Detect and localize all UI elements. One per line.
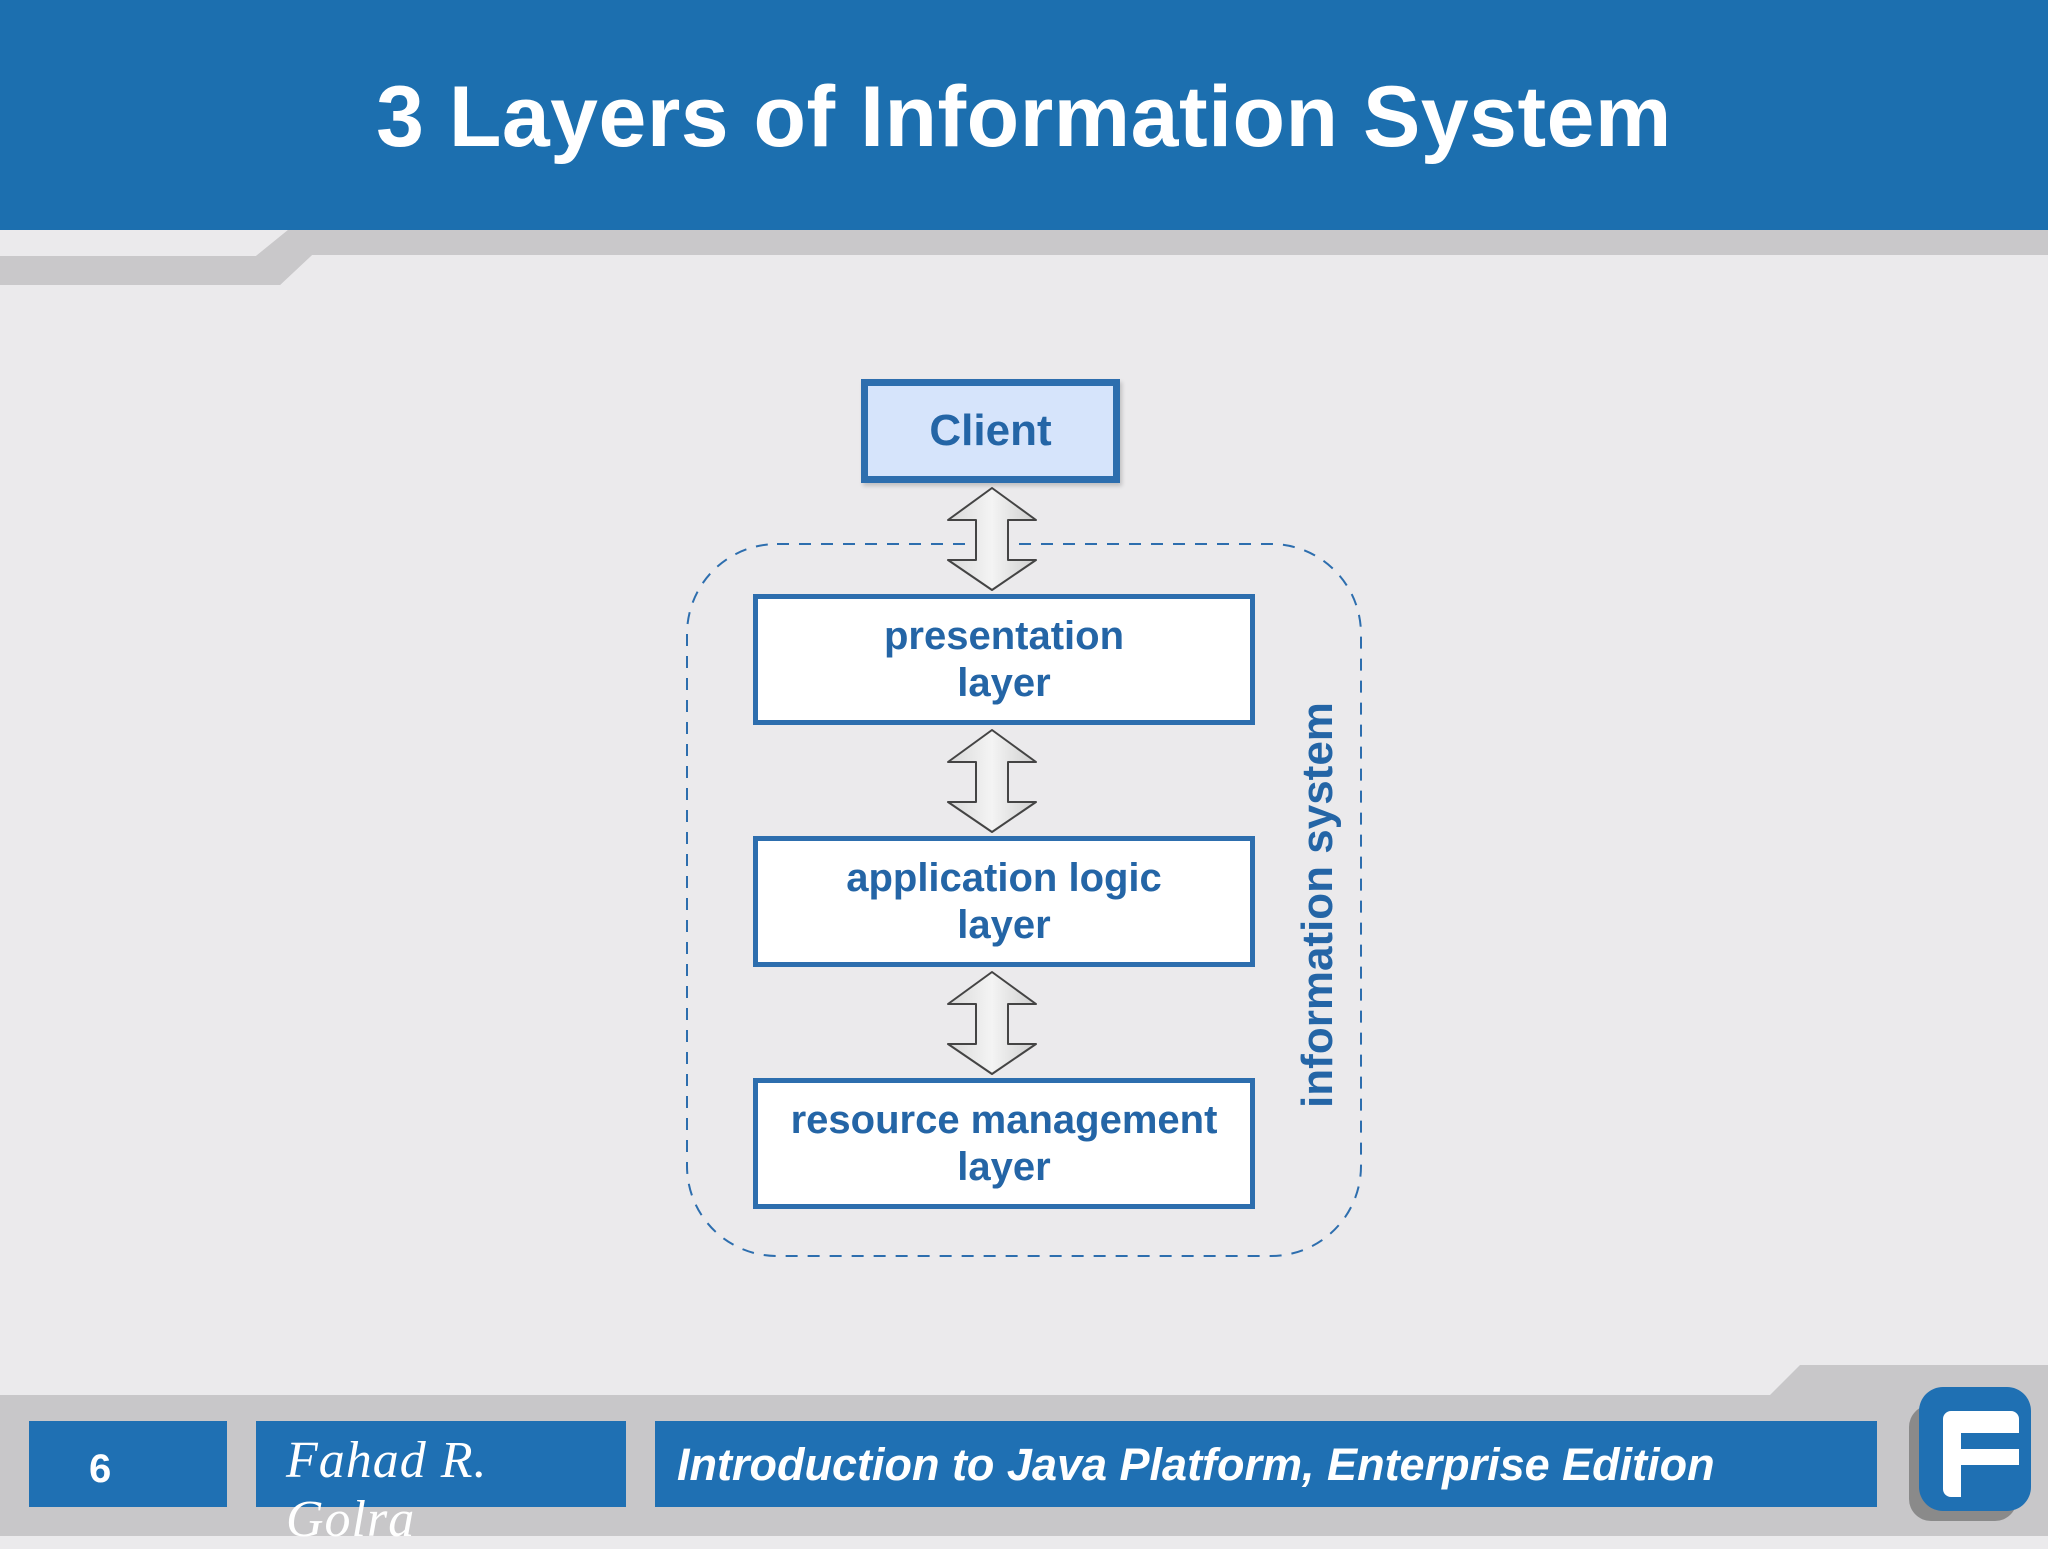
arrow-application-resource xyxy=(947,971,1037,1075)
page-number: 6 xyxy=(89,1447,112,1491)
client-box: Client xyxy=(861,379,1120,483)
information-system-label: information system xyxy=(1293,702,1342,1108)
information-system-boundary xyxy=(686,543,1362,1257)
application-logic-layer-box: application logic layer xyxy=(753,836,1255,967)
application-logic-layer-label: application logic layer xyxy=(846,855,1162,947)
arrow-client-presentation xyxy=(947,487,1037,591)
fg-logo-icon xyxy=(1909,1387,2031,1521)
author-box: Fahad R. Golra xyxy=(256,1421,626,1548)
course-title: Introduction to Java Platform, Enterpris… xyxy=(677,1439,1715,1490)
course-title-box: Introduction to Java Platform, Enterpris… xyxy=(655,1421,1877,1507)
client-label: Client xyxy=(929,406,1052,455)
arrow-presentation-application xyxy=(947,729,1037,833)
resource-management-layer-box: resource management layer xyxy=(753,1078,1255,1209)
page-number-box: 6 xyxy=(29,1421,227,1507)
slide-title: 3 Layers of Information System xyxy=(376,69,1672,165)
header-grey-stripe xyxy=(0,230,2048,285)
resource-management-layer-label: resource management layer xyxy=(790,1097,1218,1189)
author-signature: Fahad R. Golra xyxy=(286,1432,488,1548)
presentation-layer-label: presentation layer xyxy=(883,613,1125,705)
presentation-layer-box: presentation layer xyxy=(753,594,1255,725)
